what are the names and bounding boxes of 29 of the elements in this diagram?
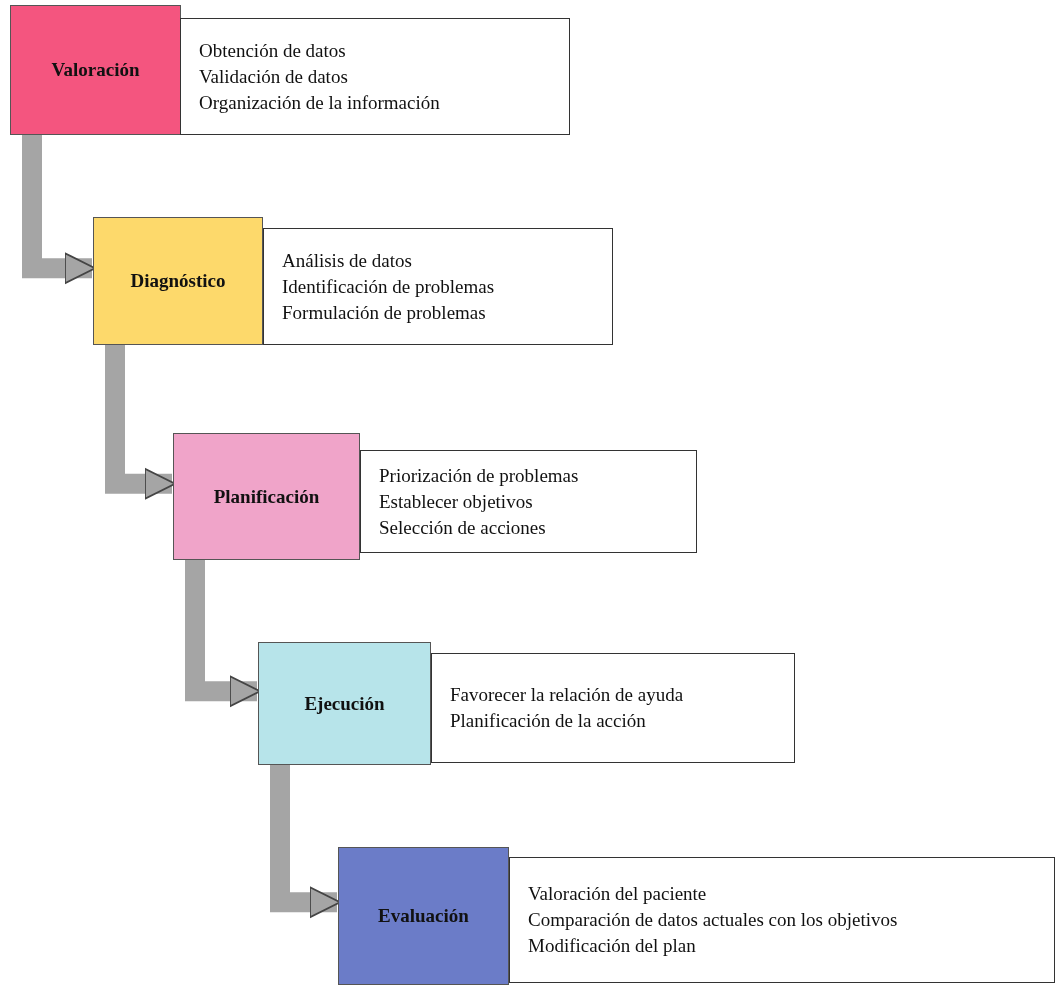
step-text: Formulación de problemas: [282, 300, 487, 325]
description-box: [263, 228, 613, 345]
step-text: Validación de datos: [199, 64, 349, 89]
step-text: Modificación del plan: [528, 934, 697, 958]
stage-box: [258, 642, 431, 765]
step-text: Priorización de problemas: [379, 463, 580, 488]
stage-title: Diagnóstico: [130, 270, 226, 292]
step-text: Comparación de datos actuales con los objetivos: [528, 908, 899, 932]
step-text: Organización de la información: [199, 90, 441, 115]
step-text: Selección de acciones: [379, 515, 547, 540]
step-text: Obtención de datos: [199, 38, 347, 63]
stage-title: Ejecución: [304, 692, 385, 715]
stage-title: Planificación: [213, 485, 320, 508]
step-text: Establecer objetivos: [379, 489, 534, 514]
stage-title: Evaluación: [378, 905, 469, 927]
stage-box: [173, 433, 360, 560]
step-text: Valoración del paciente: [528, 882, 708, 906]
step-text: Favorecer la relación de ayuda: [450, 683, 685, 707]
stage-box: [338, 847, 509, 985]
stage-box: [93, 217, 263, 345]
description-box: [360, 450, 697, 553]
step-text: Identificación de problemas: [282, 274, 496, 299]
step-text: Análisis de datos: [282, 248, 413, 273]
description-box: [509, 857, 1055, 983]
description-box: [180, 18, 570, 135]
stage-box: [10, 5, 181, 135]
stage-title: Valoración: [51, 59, 140, 81]
description-box: [431, 653, 795, 763]
step-text: Planificación de la acción: [450, 709, 647, 733]
